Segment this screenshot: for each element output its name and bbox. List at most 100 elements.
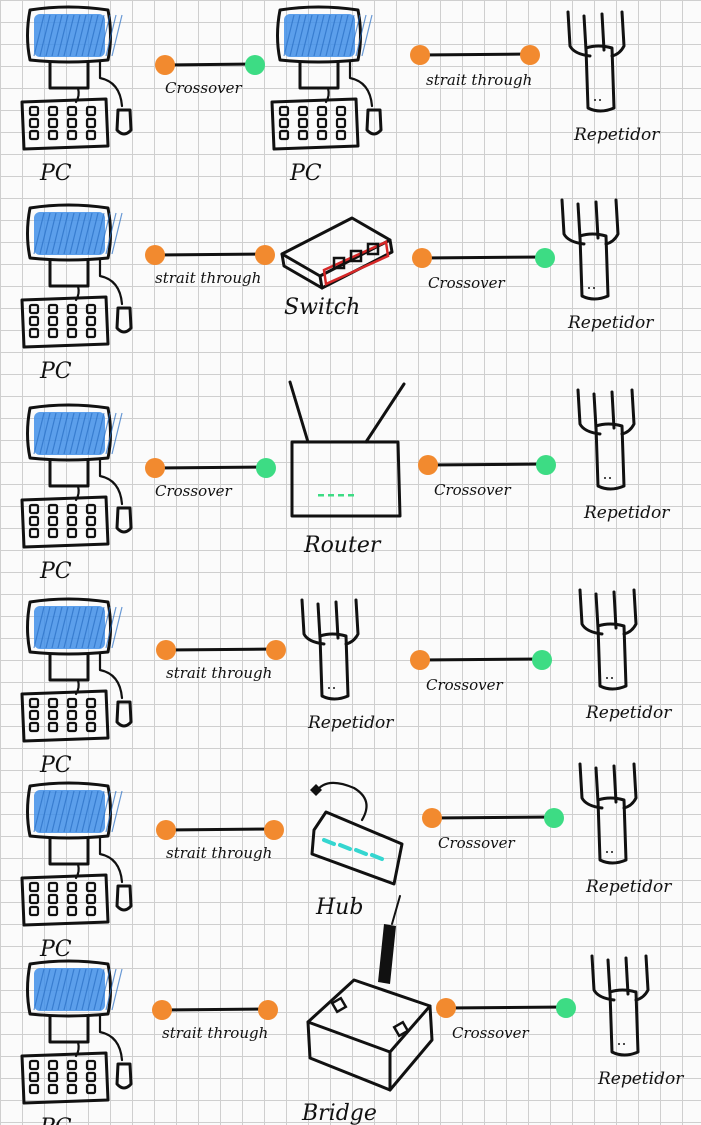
cable-end-orange: [255, 245, 275, 265]
key: [85, 117, 97, 129]
cable-end-orange: [156, 640, 176, 660]
screen-hatch: [51, 412, 63, 455]
screen-hatch: [57, 412, 69, 455]
screen-hatch: [69, 790, 81, 833]
screen-hatch: [45, 790, 57, 833]
screen-hatch: [325, 14, 337, 57]
bridge-device: Bridge: [301, 895, 434, 1125]
cable-connection: strait through: [152, 1000, 278, 1042]
screen-hatch: [81, 790, 93, 833]
pc-label: PC: [289, 161, 322, 186]
key: [28, 303, 40, 315]
key: [28, 1059, 40, 1071]
screen-hatch: [63, 606, 75, 649]
key: [28, 315, 40, 327]
key: [47, 303, 59, 315]
screen-hatch: [51, 212, 63, 255]
switch-label: Switch: [284, 295, 360, 320]
keyboard: [20, 97, 110, 151]
key: [28, 905, 40, 917]
screen-hatch: [33, 212, 45, 255]
cable-label: Crossover: [452, 1024, 529, 1042]
repeater-device: Repetidor: [578, 762, 672, 897]
keyboard: [20, 689, 110, 743]
screen-hatch: [75, 790, 87, 833]
screen-hatch: [57, 606, 69, 649]
screen-hatch: [81, 606, 93, 649]
key: [85, 527, 97, 539]
screen-hatch: [39, 790, 51, 833]
cable-line: [153, 465, 268, 470]
key: [66, 327, 78, 339]
key: [66, 881, 78, 893]
switch-device: Switch: [280, 216, 394, 320]
keyboard: [270, 97, 360, 151]
repeater-label: Repetidor: [583, 503, 670, 523]
router-led: [328, 494, 334, 497]
screen-hatch: [69, 412, 81, 455]
screen-hatch: [343, 14, 355, 57]
key: [28, 1071, 40, 1083]
screen-hatch: [93, 606, 105, 649]
cable-connection: strait through: [156, 820, 284, 862]
screen-hatch: [63, 790, 75, 833]
key: [28, 503, 40, 515]
cable-connection: strait through: [410, 45, 540, 89]
bridge-port: [392, 1020, 410, 1038]
cable-line: [163, 62, 257, 67]
cable-connection: strait through: [145, 245, 275, 287]
key: [66, 1071, 78, 1083]
hub-label: Hub: [315, 895, 363, 920]
key: [47, 1059, 59, 1071]
screen-hatch: [81, 212, 93, 255]
cable-end-green: [556, 998, 576, 1018]
screen-hatch: [45, 412, 57, 455]
repeater-body: [596, 622, 628, 691]
screen-hatch: [289, 14, 301, 57]
cable-end-orange: [410, 45, 430, 65]
repeater-label: Repetidor: [585, 703, 672, 723]
key: [47, 709, 59, 721]
mouse: [365, 108, 383, 136]
screen-hatch: [39, 212, 51, 255]
screen-hatch: [93, 14, 105, 57]
screen-hatch: [349, 14, 361, 57]
screen-hatch: [105, 790, 117, 833]
keyboard: [20, 295, 110, 349]
repeater-label: Repetidor: [585, 877, 672, 897]
screen-hatch: [99, 606, 111, 649]
screen-hatch: [75, 212, 87, 255]
repeater-label: Repetidor: [307, 713, 394, 733]
key: [47, 527, 59, 539]
screen-hatch: [361, 14, 373, 57]
screen-hatch: [93, 212, 105, 255]
screen-hatch: [93, 412, 105, 455]
router-antenna-left: [288, 380, 310, 444]
key: [47, 721, 59, 733]
screen-hatch: [313, 14, 325, 57]
key: [335, 129, 347, 141]
router-label: Router: [303, 533, 382, 558]
key: [47, 315, 59, 327]
pc-label: PC: [39, 161, 72, 186]
cable-line: [164, 647, 278, 652]
screen-hatch: [81, 412, 93, 455]
cable-end-orange: [436, 998, 456, 1018]
monitor-screen: [33, 412, 123, 455]
key: [47, 117, 59, 129]
key: [85, 893, 97, 905]
screen-hatch: [111, 968, 123, 1011]
key: [85, 327, 97, 339]
cable-label: Crossover: [438, 834, 515, 852]
key: [66, 893, 78, 905]
key: [66, 527, 78, 539]
hub-port: [338, 843, 352, 851]
cable-label: Crossover: [428, 274, 505, 292]
cable-end-orange: [422, 808, 442, 828]
key: [66, 709, 78, 721]
hub-port: [370, 853, 384, 861]
screen-hatch: [99, 14, 111, 57]
bridge-port: [330, 996, 348, 1014]
screen-hatch: [307, 14, 319, 57]
router-led: [338, 494, 344, 497]
